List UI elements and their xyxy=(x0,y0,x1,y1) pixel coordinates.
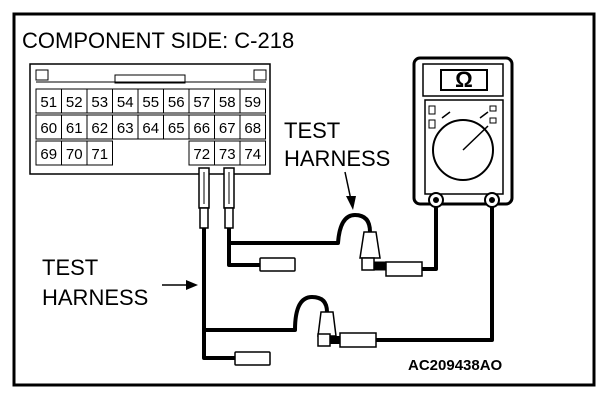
pin-cell-68 xyxy=(239,114,266,140)
figure-code: AC209438AO xyxy=(408,357,503,374)
pin-label-51: 51 xyxy=(40,94,57,111)
pin-cell-58 xyxy=(214,88,241,114)
wire-72-to-meter xyxy=(202,228,329,332)
pin-label-69: 69 xyxy=(40,146,57,163)
pin-label-59: 59 xyxy=(244,94,261,111)
connector-pin-grid: 51 52 53 54 55 56 57 58 59 60 61 62 63 64 65 66 67 68 69 70… xyxy=(35,88,266,166)
pin-label-65: 65 xyxy=(168,120,185,137)
pin-label-73: 73 xyxy=(219,146,236,163)
wire-73-to-meter xyxy=(227,213,372,245)
pin-label-66: 66 xyxy=(193,120,210,137)
pin-label-55: 55 xyxy=(142,94,159,111)
pin-cell-74 xyxy=(239,140,266,166)
pin-label-67: 67 xyxy=(219,120,236,137)
pin-label-62: 62 xyxy=(91,120,108,137)
multimeter: Ω xyxy=(412,56,514,208)
pin-label-52: 52 xyxy=(66,94,83,111)
pin-cell-60 xyxy=(35,114,62,140)
arrow-left-label xyxy=(162,280,198,290)
pin-label-53: 53 xyxy=(91,94,108,111)
pin-cell-51 xyxy=(35,88,62,114)
spare-probe-upper xyxy=(259,257,296,272)
pin-cell-65 xyxy=(163,114,190,140)
pin-label-68: 68 xyxy=(244,120,261,137)
connector-latch-left xyxy=(35,69,49,81)
connector-key xyxy=(114,74,186,84)
pin-cell-53 xyxy=(86,88,113,114)
pin-cell-70 xyxy=(61,140,88,166)
pin-cell-63 xyxy=(112,114,139,140)
clip-connection-upper xyxy=(359,231,423,277)
pin-label-56: 56 xyxy=(168,94,185,111)
pin-label-54: 54 xyxy=(117,94,134,111)
ohm-symbol: Ω xyxy=(455,67,473,92)
wire-73-spare xyxy=(227,243,262,267)
pin-cell-71 xyxy=(86,140,113,166)
pin-label-64: 64 xyxy=(142,120,159,137)
pin-cell-73 xyxy=(214,140,241,166)
spare-probe-lower xyxy=(234,351,271,366)
pin-label-74: 74 xyxy=(244,146,261,163)
pin-cell-61 xyxy=(61,114,88,140)
outer-border xyxy=(12,12,596,387)
pin-cell-52 xyxy=(61,88,88,114)
pin-label-70: 70 xyxy=(66,146,83,163)
clip-connection-lower xyxy=(317,311,377,348)
pin-cell-69 xyxy=(35,140,62,166)
pin-label-71: 71 xyxy=(91,146,108,163)
meter-lead-com xyxy=(422,205,438,271)
pin-label-60: 60 xyxy=(40,120,57,137)
pin-label-72: 72 xyxy=(193,146,210,163)
test-harness-label-left-line2: HARNESS xyxy=(42,285,148,310)
probe-pin-72 xyxy=(198,167,210,229)
pin-label-63: 63 xyxy=(117,120,134,137)
test-harness-wires xyxy=(202,205,494,360)
pin-cell-56 xyxy=(163,88,190,114)
pin-cell-55 xyxy=(137,88,164,114)
pin-cell-57 xyxy=(188,88,215,114)
ohm-display-box xyxy=(440,69,488,91)
meter-lead-ohm xyxy=(376,205,494,342)
test-harness-label-left-line1: TEST xyxy=(42,255,98,280)
connector-c218: 51 52 53 54 55 56 57 58 59 60 61 62 63 64 65 66 67 68 69 70… xyxy=(29,63,271,175)
pin-label-57: 57 xyxy=(193,94,210,111)
connector-latch-right xyxy=(253,69,267,81)
component-side-title: COMPONENT SIDE: C-218 xyxy=(22,28,294,53)
probe-pin-73 xyxy=(223,167,235,229)
pin-label-58: 58 xyxy=(219,94,236,111)
pin-cell-59 xyxy=(239,88,266,114)
wire-72-spare xyxy=(202,330,237,360)
pin-cell-66 xyxy=(188,114,215,140)
test-harness-label-right-line1: TEST xyxy=(284,118,340,143)
test-harness-label-right-line2: HARNESS xyxy=(284,146,390,171)
pin-cell-67 xyxy=(214,114,241,140)
pin-label-61: 61 xyxy=(66,120,83,137)
pin-cell-54 xyxy=(112,88,139,114)
arrow-right-label xyxy=(344,171,356,210)
